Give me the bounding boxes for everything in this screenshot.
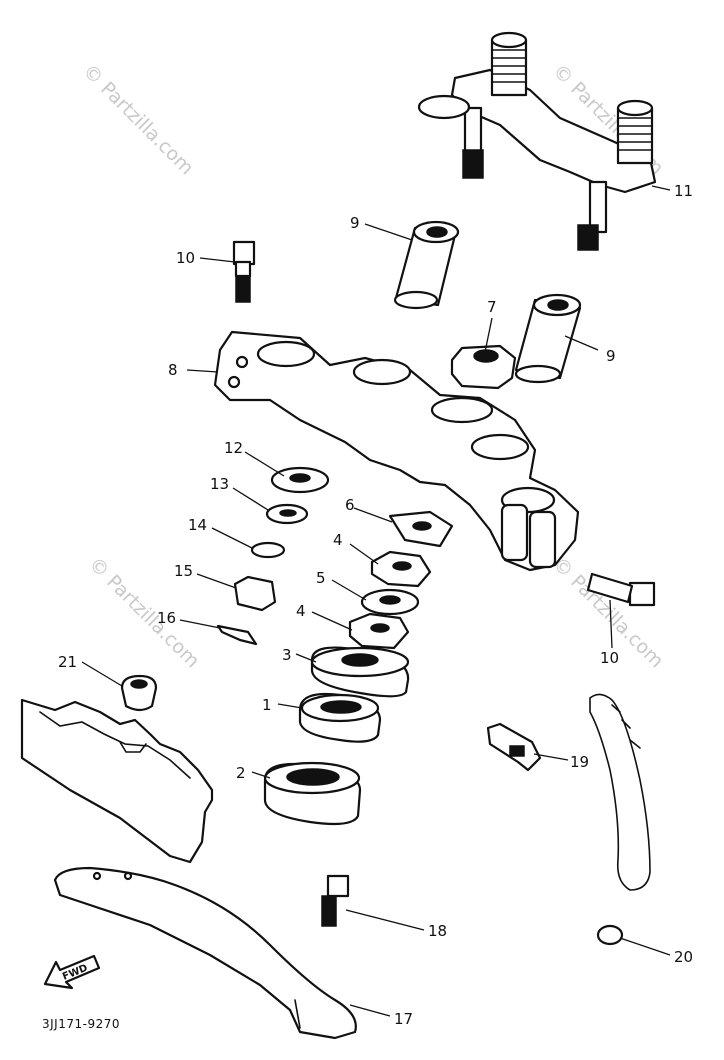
callout-10-right: 10 [600,649,619,667]
hose-20 [589,693,651,946]
callout-9-upper: 9 [350,214,360,232]
bearing-race-2 [263,761,362,826]
ring-nut-4-upper [370,550,432,588]
lock-washer-6 [388,510,454,548]
leader-lines [81,185,671,1017]
lower-cover-17 [53,866,357,1040]
bolt-upper-left [232,240,256,303]
callout-21: 21 [58,653,77,671]
callout-16: 16 [157,609,176,627]
rubber-damper-lower [514,293,582,384]
callouts: 1 2 3 4 4 5 6 7 8 9 9 10 10 11 12 13 14 … [58,182,693,1028]
callout-1: 1 [262,696,272,714]
diagram-code: 3JJ171-9270 [42,1017,120,1031]
callout-9-lower: 9 [606,347,616,365]
fwd-arrow: FWD [43,954,101,990]
grommet-21 [120,674,158,712]
cover-plate [20,698,214,864]
cap-nut-15 [233,575,277,612]
bolt-right [586,572,656,607]
fitting-19 [486,722,542,772]
callout-14: 14 [188,516,207,534]
callout-2: 2 [236,764,246,782]
cotter-pin-16 [216,624,258,646]
washer-12 [270,466,330,494]
callout-5: 5 [316,569,326,587]
callout-13: 13 [210,475,229,493]
washer-5 [360,588,420,616]
callout-3: 3 [282,646,292,664]
watermark-top-left: © Partzilla.com [78,60,197,179]
ring-nut-4-lower [348,612,410,650]
lock-washer-14 [250,541,286,559]
callout-11: 11 [674,182,693,200]
callout-17: 17 [394,1010,413,1028]
callout-19: 19 [570,753,589,771]
callout-12: 12 [224,439,243,457]
upper-bracket [417,31,657,251]
callout-15: 15 [174,562,193,580]
callout-6: 6 [345,496,355,514]
bolt-18 [321,874,350,927]
callout-8: 8 [168,361,178,379]
dust-seal-3 [310,646,410,698]
rubber-damper-upper [393,220,460,310]
callout-7: 7 [487,298,497,316]
callout-4-lower: 4 [296,602,306,620]
callout-20: 20 [674,948,693,966]
crown-nut [450,344,517,390]
callout-18: 18 [428,922,447,940]
callout-4-upper: 4 [333,531,343,549]
triple-clamp [213,330,580,572]
washer-13 [265,503,309,525]
callout-10-upper: 10 [176,249,195,267]
bearing-1 [298,692,382,743]
